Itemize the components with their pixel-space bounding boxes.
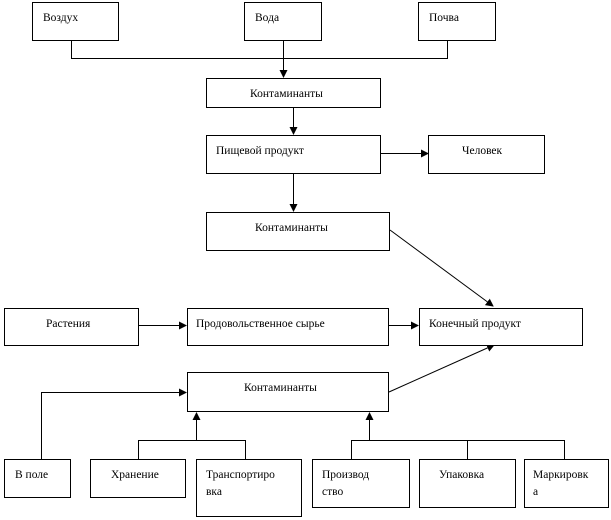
production-bus xyxy=(351,440,565,459)
node-raw-material: Продовольственное сырье xyxy=(187,308,389,346)
node-contaminants-top: Контаминанты xyxy=(206,78,381,108)
node-label-line2: вка xyxy=(206,486,222,498)
node-final-product: Конечный продукт xyxy=(419,308,583,346)
node-label-line1: Маркировк xyxy=(533,469,589,481)
node-labeling: Маркировк а xyxy=(524,459,609,508)
node-in-field: В поле xyxy=(4,459,71,498)
source-bus-line xyxy=(71,41,448,59)
node-label: Пищевой продукт xyxy=(216,145,304,157)
node-soil: Почва xyxy=(418,2,496,41)
node-packaging: Упаковка xyxy=(419,459,516,508)
connectors xyxy=(41,41,565,459)
node-label: Контаминанты xyxy=(250,88,323,100)
node-food-product: Пищевой продукт xyxy=(206,135,381,174)
node-label: Контаминанты xyxy=(244,382,317,394)
node-air: Воздух xyxy=(32,2,119,41)
node-water: Вода xyxy=(244,2,322,41)
node-label: Контаминанты xyxy=(255,222,328,234)
node-label: Конечный продукт xyxy=(429,318,521,330)
node-label: Упаковка xyxy=(439,469,484,481)
node-label: Продовольственное сырье xyxy=(196,318,325,330)
node-production: Производ ство xyxy=(312,459,410,508)
node-label: Вода xyxy=(255,12,279,24)
node-label: Воздух xyxy=(43,12,78,24)
node-human: Человек xyxy=(428,135,545,174)
node-label: Почва xyxy=(429,12,459,24)
node-transport: Транспортиро вка xyxy=(196,459,302,517)
node-contaminants-mid: Контаминанты xyxy=(206,212,390,251)
node-label: В поле xyxy=(15,469,48,481)
node-label-line2: а xyxy=(533,486,538,498)
node-label-line2: ство xyxy=(322,486,343,498)
node-contaminants-bottom: Контаминанты xyxy=(187,372,389,412)
node-storage: Хранение xyxy=(90,459,186,498)
node-label: Хранение xyxy=(111,469,159,481)
node-label: Растения xyxy=(46,318,91,330)
storage-transport-bus xyxy=(138,440,246,459)
node-plants: Растения xyxy=(4,308,139,346)
arrow-contaminants-mid-to-final xyxy=(389,229,494,307)
arrow-contaminants-bottom-to-final xyxy=(388,344,495,393)
node-label-line1: Транспортиро xyxy=(206,469,275,481)
node-label-line1: Производ xyxy=(322,469,369,481)
arrow-in-field-to-contaminants xyxy=(41,388,187,459)
node-label: Человек xyxy=(462,145,503,157)
